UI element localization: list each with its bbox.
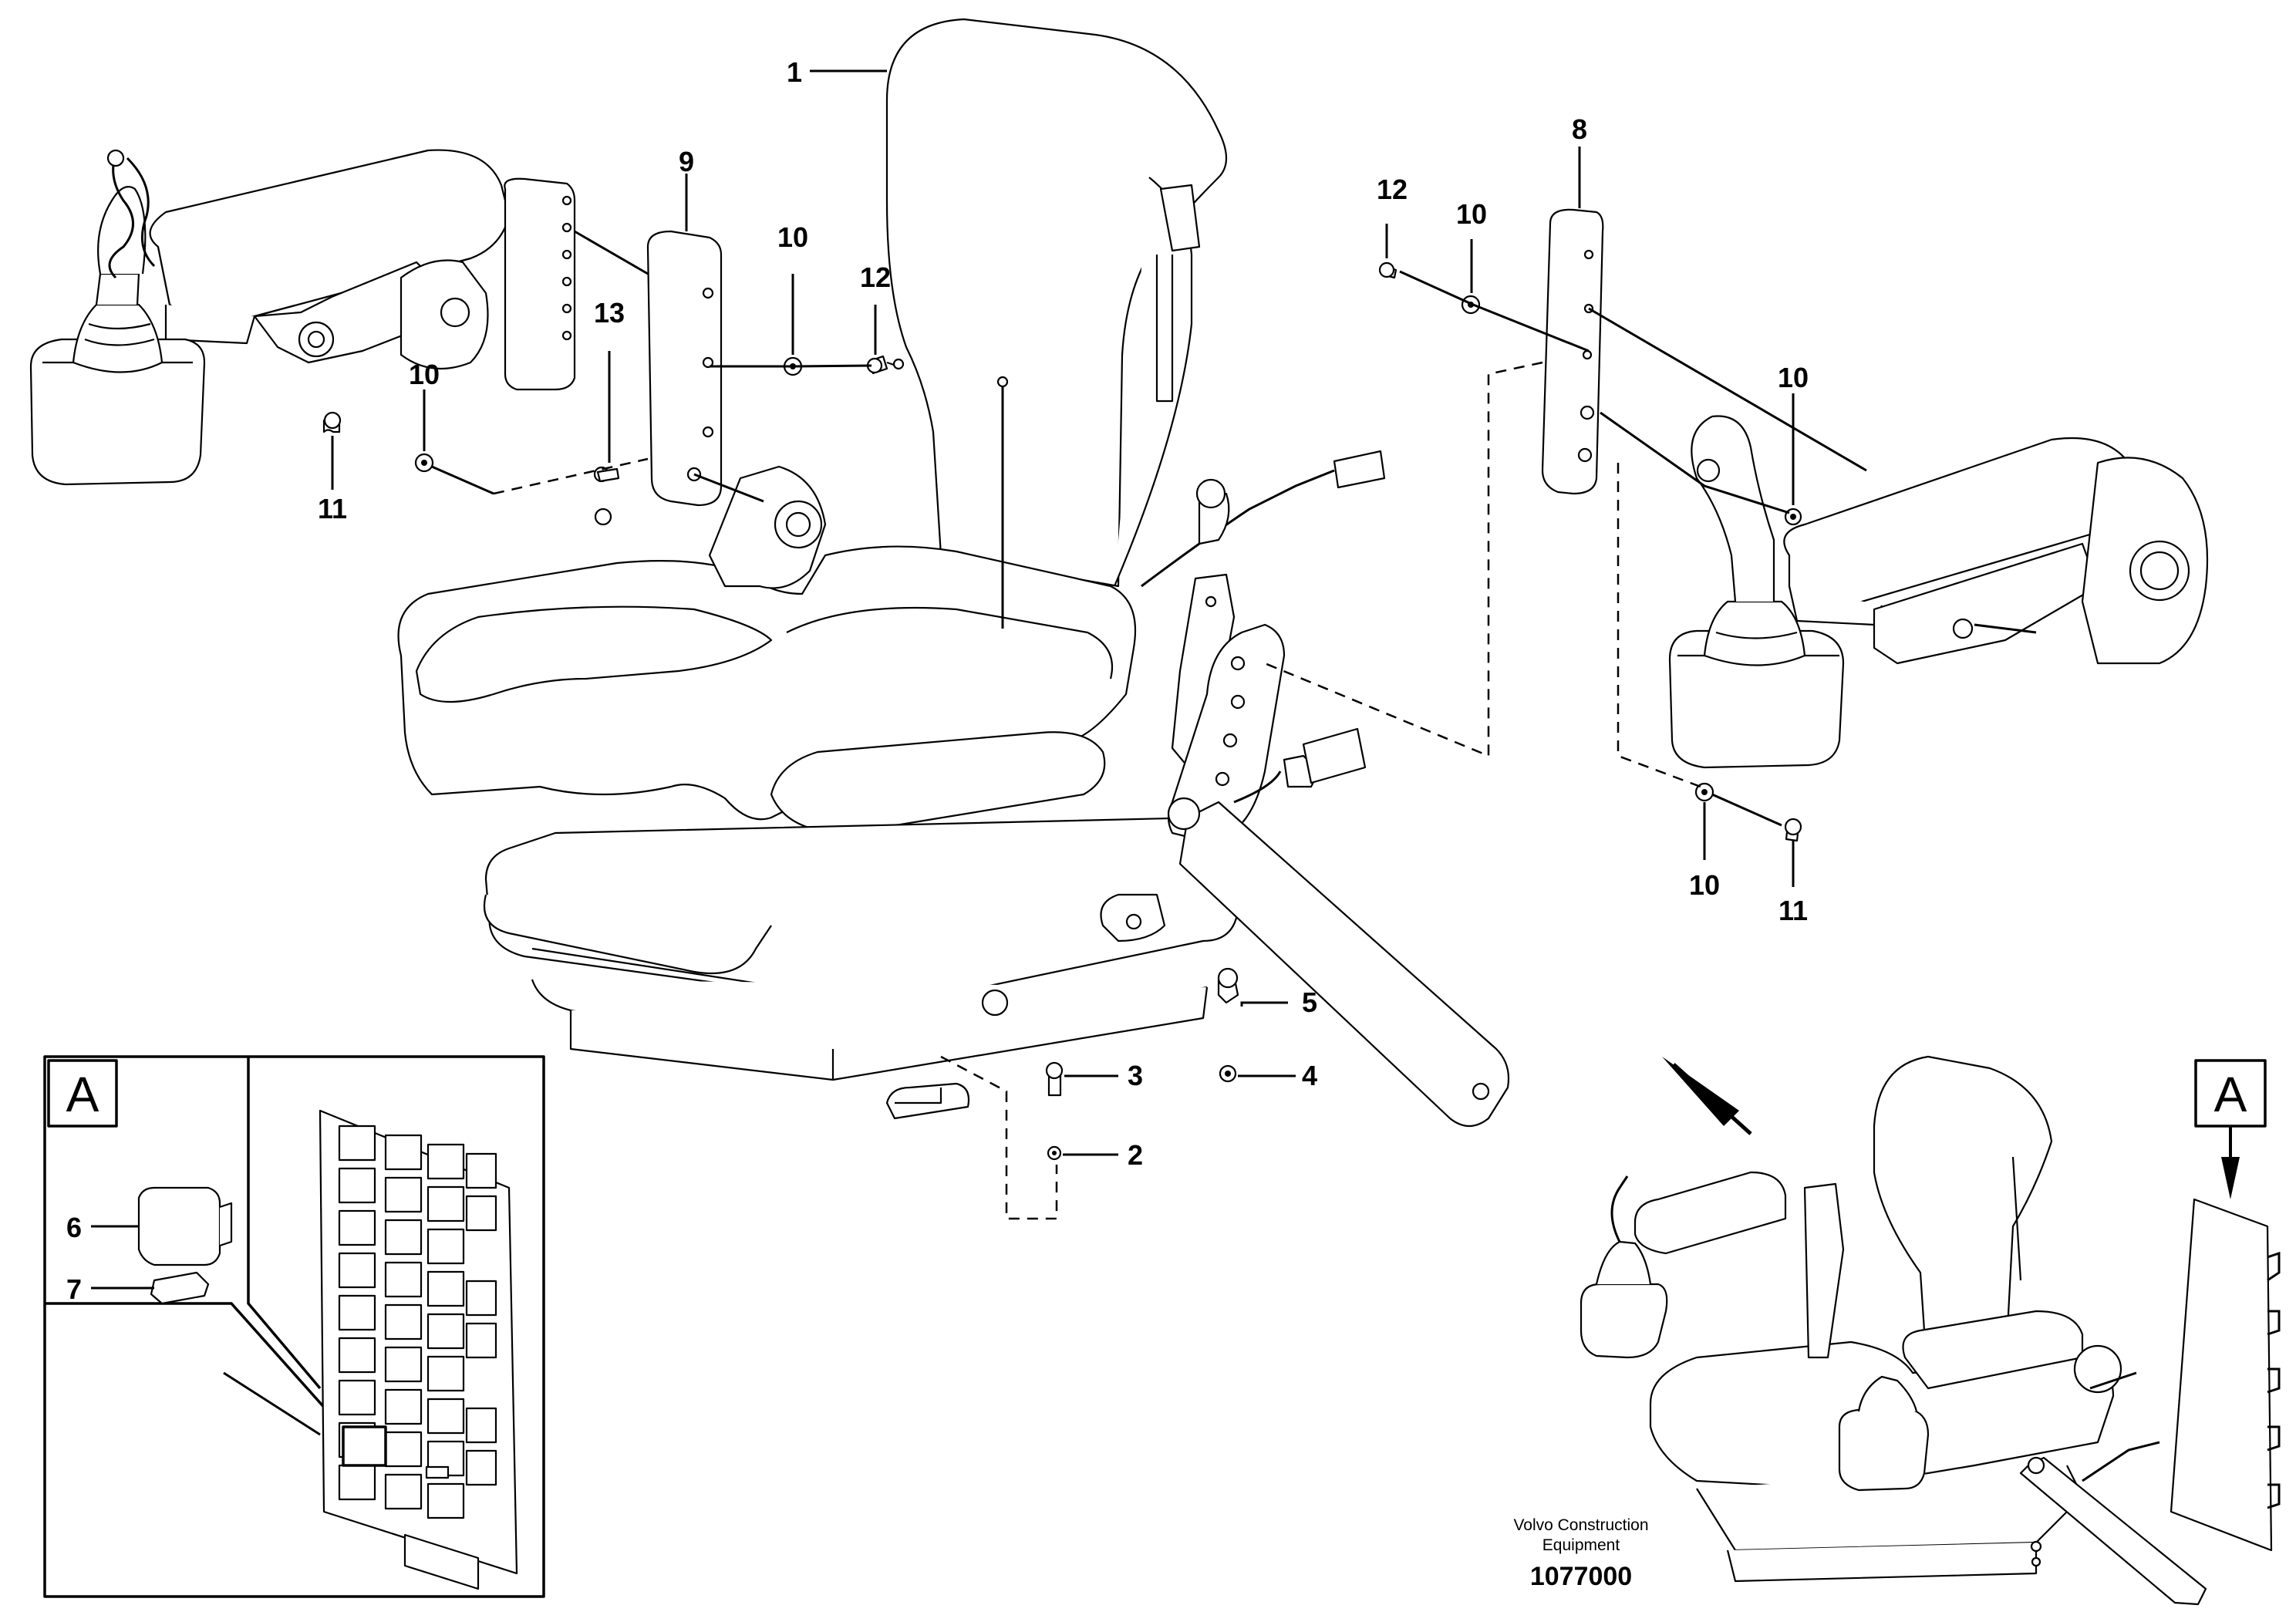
fuse-cell <box>426 1143 465 1180</box>
overview-assembly: A <box>1580 1055 2281 1606</box>
fuse-cell <box>384 1473 423 1510</box>
fuse-cell <box>465 1449 497 1486</box>
fuse-cell <box>338 1464 376 1501</box>
fuse-cell <box>338 1294 376 1331</box>
fuse-cell <box>384 1261 423 1298</box>
callout-7: 7 <box>66 1273 82 1305</box>
right-armrest-assembly <box>1668 415 2209 769</box>
fuse-cell <box>384 1176 423 1213</box>
fuse-cell <box>465 1407 497 1444</box>
fuse-cell <box>465 1195 497 1232</box>
fuse-cell <box>426 1313 465 1350</box>
fuse-cell <box>426 1355 465 1392</box>
callout-4: 4 <box>1302 1060 1317 1091</box>
callout-labels: 1 9 10 12 13 10 11 8 12 10 10 10 11 5 4 … <box>66 56 1809 1305</box>
callout-6: 6 <box>66 1212 82 1243</box>
leader-lines <box>331 69 1867 1220</box>
detail-a-inset: A <box>43 1055 545 1598</box>
detail-box-letter: A <box>66 1067 99 1122</box>
detail-ref-letter: A <box>2214 1067 2247 1122</box>
fuse-cell <box>384 1134 423 1171</box>
fuse-cell <box>338 1379 376 1416</box>
callout-10: 10 <box>1689 869 1720 901</box>
credit-company-line1: Volvo Construction <box>1513 1516 1648 1534</box>
credit-block: Volvo Construction Equipment 1077000 <box>1513 1516 1648 1591</box>
fuse-cell <box>426 1228 465 1265</box>
callout-3: 3 <box>1128 1060 1143 1091</box>
callout-8: 8 <box>1572 113 1587 145</box>
fuse-cell <box>338 1167 376 1204</box>
mounting-plate-8 <box>1541 208 1604 495</box>
fuse-cell <box>465 1280 497 1317</box>
callout-10: 10 <box>1456 198 1487 230</box>
callout-10: 10 <box>777 221 808 253</box>
fuse-cell <box>426 1270 465 1307</box>
fuse-cell <box>384 1431 423 1468</box>
credit-company-line2: Equipment <box>1542 1536 1620 1554</box>
mounting-plate-9 <box>646 230 723 507</box>
fuse-cell <box>338 1209 376 1246</box>
callout-5: 5 <box>1302 986 1317 1018</box>
fuse-cell <box>426 1398 465 1435</box>
fuse-cell <box>338 1125 376 1162</box>
callout-1: 1 <box>787 56 802 88</box>
fuse-cell <box>465 1322 497 1359</box>
fuse-cell <box>384 1346 423 1383</box>
fuse-cell <box>384 1388 423 1425</box>
fuse-cell <box>426 1185 465 1222</box>
fuse-cell <box>465 1152 497 1189</box>
fuse-cell <box>384 1303 423 1340</box>
callout-11: 11 <box>1778 895 1808 926</box>
drawing-number: 1077000 <box>1530 1562 1632 1591</box>
callout-9: 9 <box>679 146 694 177</box>
left-armrest-assembly <box>29 149 576 486</box>
callout-12: 12 <box>860 261 891 293</box>
fuse-cell <box>384 1219 423 1256</box>
seat-assembly <box>397 18 1510 1128</box>
fuse-cell <box>338 1337 376 1374</box>
fuse-cell <box>338 1252 376 1289</box>
fuse-cell <box>426 1482 465 1519</box>
callout-10: 10 <box>1778 362 1809 393</box>
callout-12: 12 <box>1377 174 1408 205</box>
callout-11: 11 <box>318 493 347 524</box>
callout-2: 2 <box>1128 1139 1143 1171</box>
callout-13: 13 <box>594 297 625 329</box>
callout-10: 10 <box>409 359 440 390</box>
